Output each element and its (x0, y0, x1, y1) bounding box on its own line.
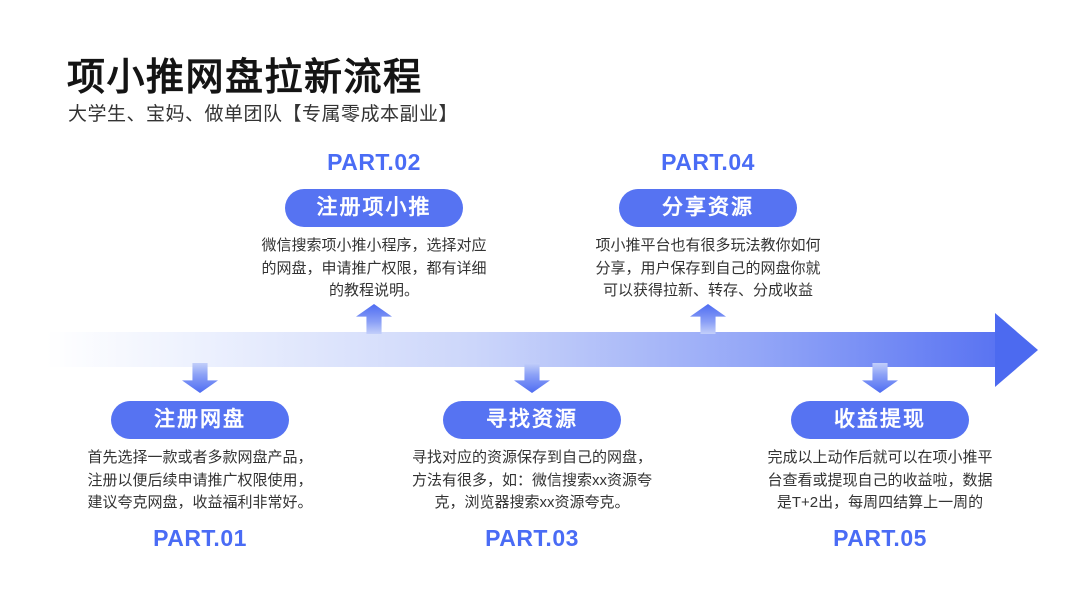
step-description: 完成以上动作后就可以在项小推平 台查看或提现自己的收益啦，数据 是T+2出，每周… (740, 447, 1020, 515)
part-number-label: PART.04 (661, 149, 755, 175)
down-arrow-icon (862, 363, 898, 393)
part-number-label: PART.03 (485, 524, 579, 551)
step-pill-label: 注册网盘 (111, 401, 289, 439)
part-number-label: PART.02 (327, 149, 421, 175)
step-description: 寻找对应的资源保存到自己的网盘， 方法有很多，如：微信搜索xx资源夸 克，浏览器… (392, 447, 672, 515)
step-description-line: 克，浏览器搜索xx资源夸克。 (434, 494, 630, 511)
step-description-line: 完成以上动作后就可以在项小推平 (767, 449, 993, 466)
step-description-line: 分享，用户保存到自己的网盘你就 (595, 259, 821, 277)
step-description-line: 的网盘，申请推广权限，都有详细 (261, 259, 487, 277)
step-part02: PART.02 注册项小推 微信搜索项小推小程序，选择对应 的网盘，申请推广权限… (234, 149, 514, 303)
step-part01: 注册网盘 首先选择一款或者多款网盘产品， 注册以便后续申请推广权限使用， 建议夸… (60, 401, 340, 552)
step-description-line: 是T+2出，每周四结算上一周的 (776, 494, 984, 511)
timeline-band (46, 332, 995, 367)
step-description-line: 可以获得拉新、转存、分成收益 (602, 282, 813, 299)
step-description: 项小推平台也有很多玩法教你如何 分享，用户保存到自己的网盘你就 可以获得拉新、转… (568, 235, 848, 303)
down-arrow-icon (182, 363, 218, 393)
step-part05: 收益提现 完成以上动作后就可以在项小推平 台查看或提现自己的收益啦，数据 是T+… (740, 401, 1020, 552)
step-description: 微信搜索项小推小程序，选择对应 的网盘，申请推广权限，都有详细 的教程说明。 (234, 235, 514, 303)
step-description: 首先选择一款或者多款网盘产品， 注册以便后续申请推广权限使用， 建议夸克网盘，收… (60, 447, 340, 515)
step-description-line: 注册以便后续申请推广权限使用， (87, 471, 313, 489)
down-arrow-icon (514, 363, 550, 393)
step-description-line: 寻找对应的资源保存到自己的网盘， (411, 449, 652, 466)
step-pill-label: 收益提现 (791, 401, 969, 439)
step-pill-label: 寻找资源 (443, 401, 621, 439)
up-arrow-icon (356, 304, 392, 334)
step-part03: 寻找资源 寻找对应的资源保存到自己的网盘， 方法有很多，如：微信搜索xx资源夸 … (392, 401, 672, 552)
part-number-label: PART.01 (153, 524, 247, 551)
step-description-line: 台查看或提现自己的收益啦，数据 (767, 471, 993, 489)
up-arrow-icon (690, 304, 726, 334)
timeline-arrowhead-icon (995, 313, 1038, 387)
page-title: 项小推网盘拉新流程 (67, 57, 423, 99)
step-description-line: 建议夸克网盘，收益福利非常好。 (87, 494, 313, 511)
step-description-line: 的教程说明。 (328, 282, 419, 299)
step-pill-label: 注册项小推 (285, 189, 463, 227)
page-subtitle: 大学生、宝妈、做单团队【专属零成本副业】 (68, 104, 459, 125)
step-description-line: 微信搜索项小推小程序，选择对应 (261, 237, 487, 254)
step-description-line: 方法有很多，如：微信搜索xx资源夸 (411, 471, 652, 489)
step-description-line: 项小推平台也有很多玩法教你如何 (595, 237, 821, 254)
step-part04: PART.04 分享资源 项小推平台也有很多玩法教你如何 分享，用户保存到自己的… (568, 149, 848, 303)
step-description-line: 首先选择一款或者多款网盘产品， (87, 449, 313, 466)
part-number-label: PART.05 (833, 524, 927, 551)
step-pill-label: 分享资源 (619, 189, 797, 227)
